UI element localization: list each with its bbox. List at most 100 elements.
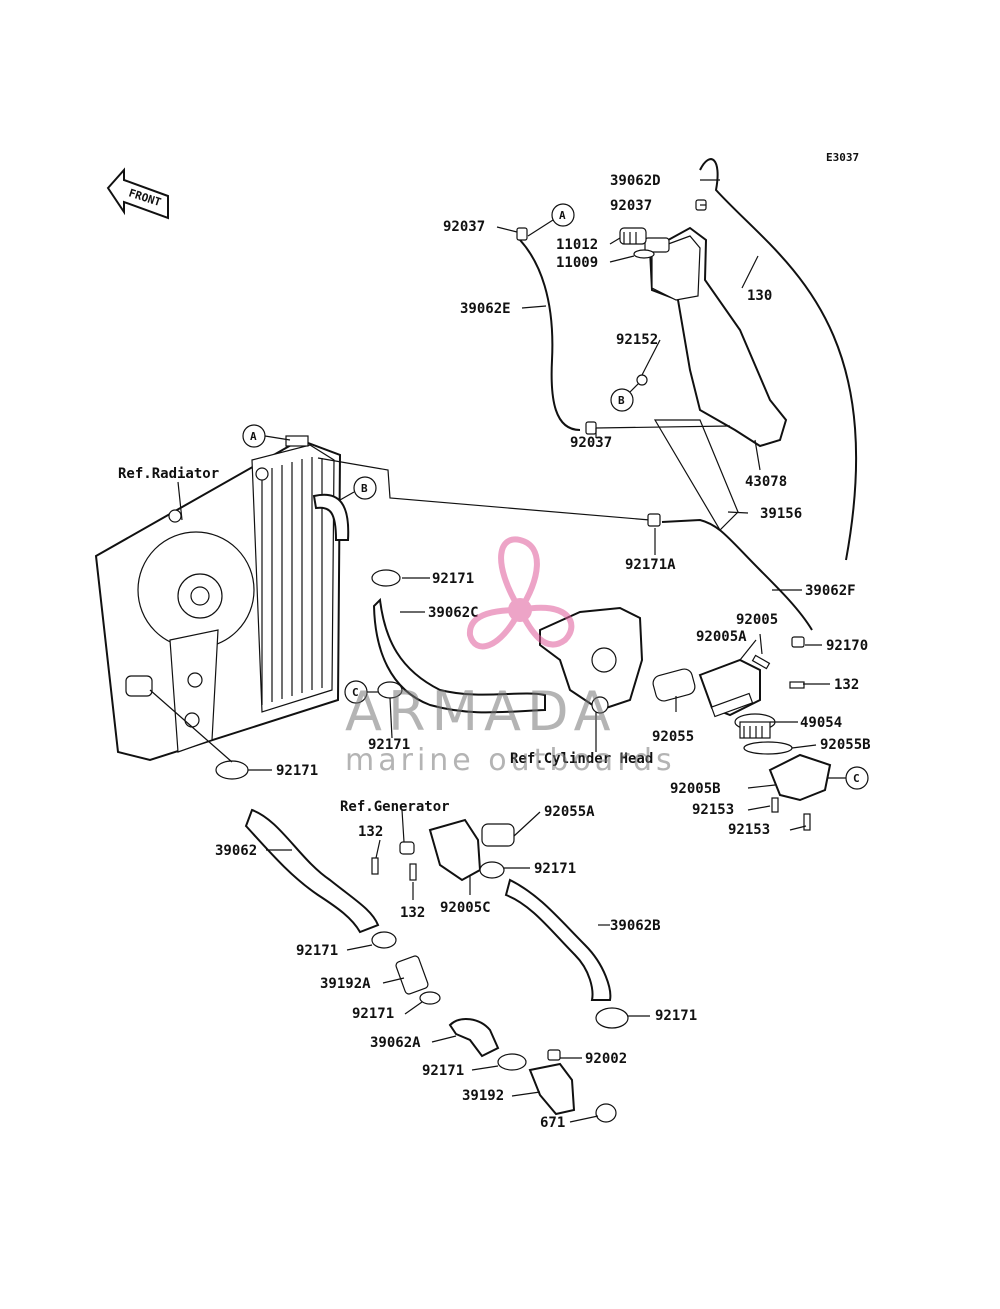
marker-c-thermostat: C	[828, 766, 869, 790]
label-39062A: 39062A	[370, 1035, 421, 1051]
watermark-brand: ARMADA	[345, 680, 617, 743]
thermostat-49054	[734, 713, 776, 739]
label-39156: 39156	[760, 506, 802, 522]
pipe-39192	[528, 1062, 576, 1116]
svg-text:B: B	[361, 482, 368, 495]
thermostat-housing	[698, 658, 761, 718]
label-39062E: 39062E	[460, 301, 511, 317]
pipe-39192A	[395, 955, 429, 995]
label-92005A: 92005A	[696, 629, 747, 645]
label-92153-1: 92153	[692, 802, 734, 818]
label-39062C: 39062C	[428, 605, 479, 621]
label-130: 130	[747, 288, 772, 304]
label-11012: 11012	[556, 237, 598, 253]
label-92005B: 92005B	[670, 781, 721, 797]
marker-b-radiator: B	[339, 476, 377, 501]
label-92171-7: 92171	[352, 1006, 394, 1022]
watermark: ARMADA marine outboards	[345, 536, 676, 778]
hose-39062A	[448, 1018, 500, 1058]
bolts-thermostat	[751, 654, 811, 831]
marker-a-tank: A	[527, 203, 575, 237]
clamp-92171-upper	[371, 569, 401, 587]
label-92170: 92170	[826, 638, 868, 654]
radiator-core-fins	[261, 457, 323, 705]
clamp-92171-pipe	[419, 991, 441, 1005]
ref-generator-label: Ref.Generator	[340, 799, 450, 815]
marker-b-tank: B	[610, 381, 641, 412]
svg-text:A: A	[559, 209, 566, 222]
label-39062: 39062	[215, 843, 257, 859]
front-arrow-icon: FRONT	[106, 167, 169, 220]
clamp-92171A	[647, 513, 661, 527]
tank-filler-neck	[644, 237, 670, 253]
label-92037-bottom: 92037	[570, 435, 612, 451]
clamp-92170	[791, 636, 805, 648]
clamp-92171-generator	[479, 861, 505, 879]
hose-39062C	[372, 597, 546, 714]
bolt-92002	[547, 1049, 561, 1061]
label-92153-2: 92153	[728, 822, 770, 838]
marker-a-radiator: A	[242, 424, 291, 448]
radiator-filler-neck	[312, 493, 350, 541]
hose-39062B	[504, 878, 612, 1001]
clamp-92037-left	[516, 227, 528, 241]
label-92171-3: 92171	[276, 763, 318, 779]
leader-lines	[248, 179, 830, 1123]
label-39062D: 39062D	[610, 173, 661, 189]
label-39192: 39192	[462, 1088, 504, 1104]
label-92171-1: 92171	[432, 571, 474, 587]
watermark-propeller-logo-icon	[467, 536, 575, 650]
ref-generator-part	[399, 841, 415, 855]
label-671: 671	[540, 1115, 565, 1131]
svg-text:A: A	[250, 430, 257, 443]
diagram-code: E3037	[826, 151, 859, 164]
marker-c-hose: C	[344, 680, 380, 704]
label-132-left: 132	[358, 824, 383, 840]
oring-92055B	[743, 741, 793, 755]
generator-outlet-fitting	[428, 818, 482, 882]
svg-text:C: C	[853, 772, 860, 785]
label-39062B: 39062B	[610, 918, 661, 934]
clamp-92171-radiator	[215, 760, 249, 780]
svg-text:C: C	[352, 686, 359, 699]
hose-39062	[244, 808, 380, 934]
clamp-92171-lower-right	[595, 1007, 629, 1029]
label-92002: 92002	[585, 1051, 627, 1067]
ref-radiator-label: Ref.Radiator	[118, 466, 219, 482]
clamp-92037-bottom	[585, 421, 597, 435]
gasket-92055A	[481, 823, 515, 847]
cap-gasket	[633, 249, 655, 259]
clamp-92171-lower-left	[371, 931, 397, 949]
bolt-92152	[636, 374, 648, 386]
label-49054: 49054	[800, 715, 842, 731]
label-39192A: 39192A	[320, 976, 371, 992]
label-92037-left: 92037	[443, 219, 485, 235]
bolt-132-left	[371, 857, 379, 875]
reserve-tank	[644, 226, 788, 448]
bracket-39156	[653, 419, 739, 531]
reservoir-cap	[619, 227, 647, 245]
label-92037-top: 92037	[610, 198, 652, 214]
hose-39062F	[661, 518, 813, 631]
label-92055B: 92055B	[820, 737, 871, 753]
label-11009: 11009	[556, 255, 598, 271]
thermostat-cover	[768, 753, 832, 802]
cylinder-head	[539, 606, 644, 714]
label-92171-5: 92171	[296, 943, 338, 959]
label-92171-6: 92171	[655, 1008, 697, 1024]
label-92171-2: 92171	[368, 737, 410, 753]
label-92005C: 92005C	[440, 900, 491, 916]
radiator-outlet	[125, 675, 153, 697]
watermark-tagline: marine outboards	[345, 743, 676, 778]
label-43078: 43078	[745, 474, 787, 490]
label-92171-8: 92171	[422, 1063, 464, 1079]
clamp-92171-bottom	[497, 1053, 527, 1071]
label-39062F: 39062F	[805, 583, 856, 599]
gasket-92055	[652, 668, 696, 702]
label-92005: 92005	[736, 612, 778, 628]
label-132-mid: 132	[400, 905, 425, 921]
svg-text:B: B	[618, 394, 625, 407]
radiator-assembly	[94, 435, 350, 762]
label-92055: 92055	[652, 729, 694, 745]
